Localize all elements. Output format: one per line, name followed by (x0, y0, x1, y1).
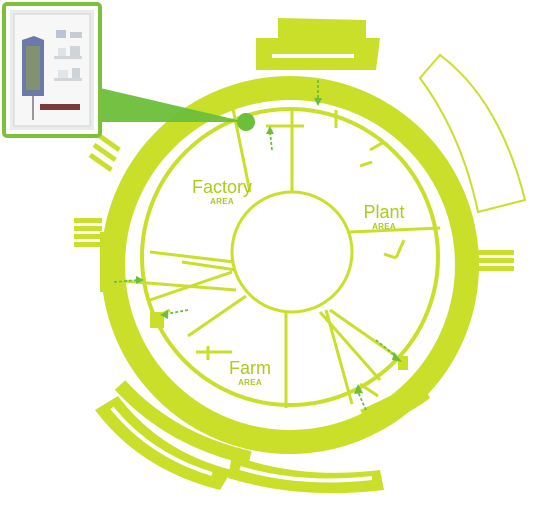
bottom-outer-band (228, 455, 384, 494)
right-inner-stub (398, 356, 408, 370)
area-sub-factory: AREA (210, 197, 234, 206)
area-sub-farm: AREA (238, 378, 262, 387)
bottom-left-inner-band (114, 380, 252, 465)
top-wing-slot (272, 54, 354, 58)
left-wall-block (100, 232, 120, 292)
partition-walls (109, 103, 441, 408)
direction-arrowheads (136, 98, 402, 394)
left-stripe-group-lower (74, 218, 102, 247)
area-sub-plant: AREA (372, 222, 396, 231)
right-lower-stub (456, 286, 470, 306)
direction-arrow-icon (113, 80, 399, 411)
left-inner-stub (150, 312, 164, 328)
area-label-plant: Plant (363, 202, 404, 222)
area-label-farm: Farm (229, 358, 271, 378)
inner-ring-wall (140, 107, 440, 407)
bottom-right-band (360, 380, 430, 428)
display-case-photo-icon (2, 2, 102, 138)
top-wing-cap (278, 18, 366, 40)
right-outline-bay (418, 53, 527, 214)
center-hub (230, 190, 354, 314)
bottom-outer-slot (239, 466, 373, 483)
bottom-left-outer-slot (110, 406, 213, 476)
right-stripe-group (478, 250, 514, 271)
area-label-factory: Factory (192, 177, 252, 197)
left-stripe-group-upper (88, 132, 121, 172)
bottom-left-outer-band (95, 396, 232, 490)
callout-pointer (100, 88, 246, 122)
